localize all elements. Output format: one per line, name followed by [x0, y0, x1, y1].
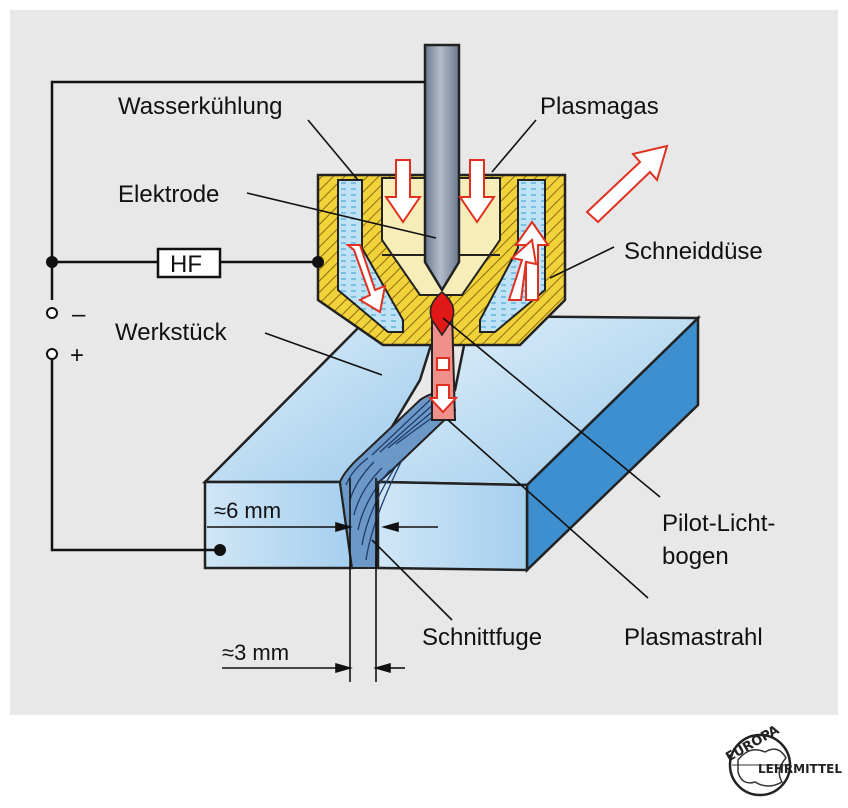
label-pilot-line2: bogen [662, 543, 729, 570]
label-schnittfuge: Schnittfuge [422, 624, 542, 651]
hf-generator-box [156, 247, 222, 279]
label-elektrode: Elektrode [118, 181, 219, 208]
label-werkstueck: Werkstück [115, 319, 228, 346]
plasma-jet [427, 291, 459, 421]
label-wasserkuehlung: Wasserkühlung [118, 93, 283, 120]
circuit [50, 80, 425, 552]
label-minus: – [72, 301, 86, 328]
terminal-minus [46, 307, 58, 319]
label-hf: HF [170, 251, 202, 278]
flow-arrows [345, 144, 669, 314]
label-schneidduese: Schneiddüse [624, 238, 763, 265]
label-dim-3mm: ≈3 mm [222, 640, 289, 665]
label-dim-6mm: ≈6 mm [214, 498, 281, 523]
leader-lines [246, 119, 661, 621]
circuit-nodes [46, 256, 324, 556]
dimension-lines [207, 478, 438, 682]
label-plus: + [70, 342, 84, 369]
europa-lehrmittel-logo: EUROPA LEHRMITTEL [723, 723, 842, 797]
workpiece [201, 314, 702, 573]
electrode [423, 43, 461, 293]
label-plasmastrahl: Plasmastrahl [624, 624, 763, 651]
logo-side-text: LEHRMITTEL [758, 762, 842, 776]
label-plasmagas: Plasmagas [540, 93, 659, 120]
label-pilot-line1: Pilot-Licht- [662, 510, 775, 537]
terminal-plus [46, 348, 58, 360]
